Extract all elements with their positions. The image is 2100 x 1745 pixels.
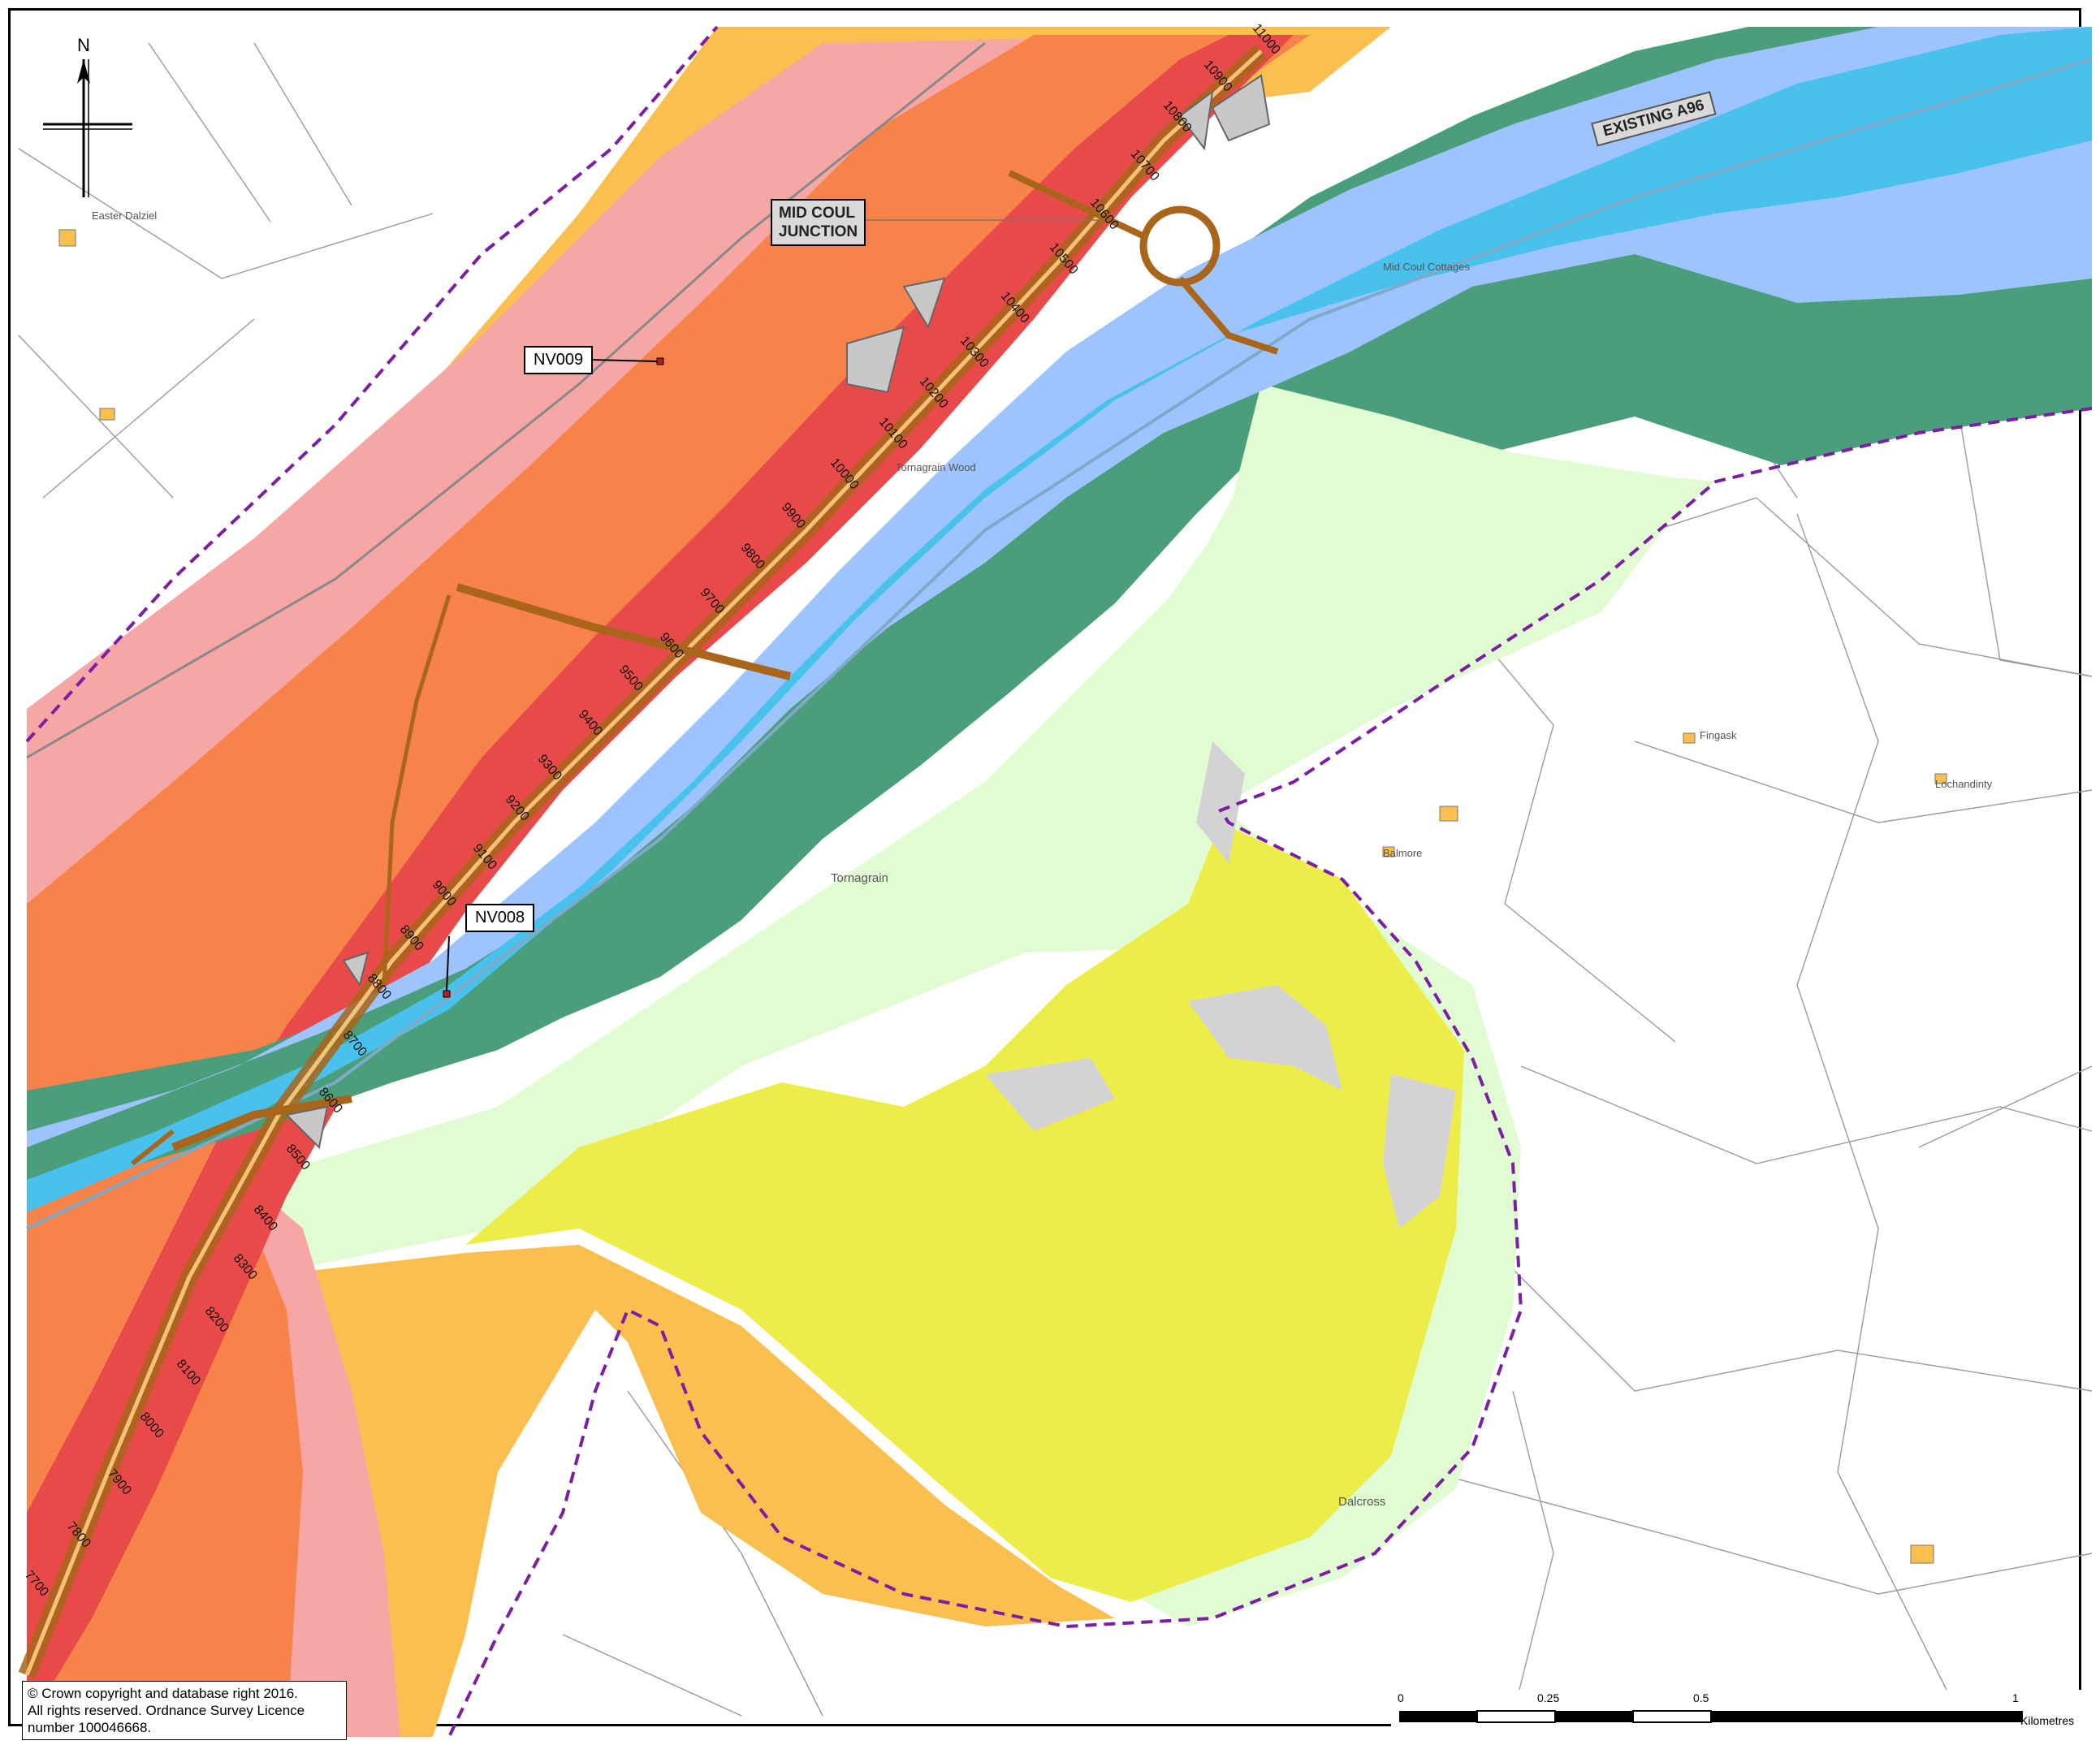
copyright-line3: number 100046668. (28, 1720, 152, 1735)
place-fingask: Fingask (1700, 729, 1737, 741)
place-easter-dalziel: Easter Dalziel (92, 209, 158, 222)
receptor-nv009-label: NV009 (524, 346, 594, 374)
band-pale-green-south (197, 417, 1700, 1626)
scale-tick-1: 1 (2012, 1691, 2019, 1704)
scale-tick-0: 0 (1398, 1691, 1404, 1704)
scale-bar-graphic (1399, 1710, 2023, 1723)
place-tornagrain-wood: Tornagrain Wood (896, 461, 976, 473)
nv009-leader-line (588, 359, 658, 362)
receptor-nv008-marker (443, 990, 451, 998)
scale-tick-05: 0.5 (1693, 1691, 1709, 1704)
grey-patch-3 (985, 1058, 1115, 1131)
north-arrow-icon (43, 59, 132, 197)
place-balmore: Balmore (1383, 847, 1423, 859)
place-tornagrain: Tornagrain (831, 871, 888, 885)
receptor-nv009-marker (656, 357, 664, 365)
noise-contour-map[interactable] (11, 11, 2100, 1745)
scale-tick-025: 0.25 (1537, 1691, 1560, 1704)
copyright-line2: All rights reserved. Ordnance Survey Lic… (28, 1703, 305, 1718)
existing-a96-road (26, 58, 2093, 1230)
band-pink (27, 35, 1229, 1737)
place-dalcross: Dalcross (1338, 1495, 1386, 1509)
grey-patch-1 (1188, 985, 1342, 1091)
mid-coul-junction-callout: MID COUL JUNCTION (771, 199, 866, 246)
nv008-leader-line (446, 935, 450, 991)
study-area-boundary (25, 25, 2093, 1738)
receptor-nv008-label: NV008 (465, 904, 535, 932)
band-dark-green (27, 27, 2092, 1196)
railway-line (26, 41, 986, 759)
property-markers (58, 229, 1947, 1564)
north-arrow: N (35, 35, 132, 205)
place-lochandinty: Lochandinty (1935, 778, 1993, 790)
copyright-line1: © Crown copyright and database right 201… (28, 1686, 298, 1701)
junction-label-line1: MID COUL (779, 205, 855, 222)
junction-label-line2: JUNCTION (779, 223, 858, 240)
band-cyan (27, 27, 2092, 1212)
scale-unit: Kilometres (2020, 1714, 2075, 1727)
band-orange (27, 35, 1310, 1737)
band-amber (27, 27, 1391, 1737)
band-blue (27, 27, 2092, 1147)
scale-bar: 0 0.25 0.5 1 Kilometres (1391, 1690, 2081, 1739)
band-pale-green-north (1099, 384, 1716, 741)
grey-patch-2 (1383, 1074, 1456, 1229)
north-letter: N (77, 35, 90, 55)
proposed-scheme (18, 44, 1279, 1679)
place-mid-coul-cottages: Mid Coul Cottages (1383, 261, 1470, 273)
grey-patch-4 (1196, 741, 1245, 863)
suds-ponds (284, 74, 1271, 1150)
copyright-notice: © Crown copyright and database right 201… (22, 1681, 347, 1740)
